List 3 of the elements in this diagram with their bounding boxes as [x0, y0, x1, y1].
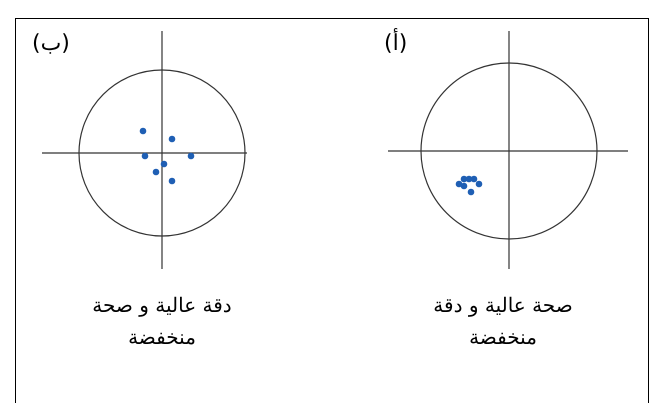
panel-label: (ب)	[32, 31, 70, 56]
caption: دقة عالية و صحة منخفضة	[91, 292, 233, 351]
caption: صحة عالية و دقة منخفضة	[432, 292, 574, 351]
